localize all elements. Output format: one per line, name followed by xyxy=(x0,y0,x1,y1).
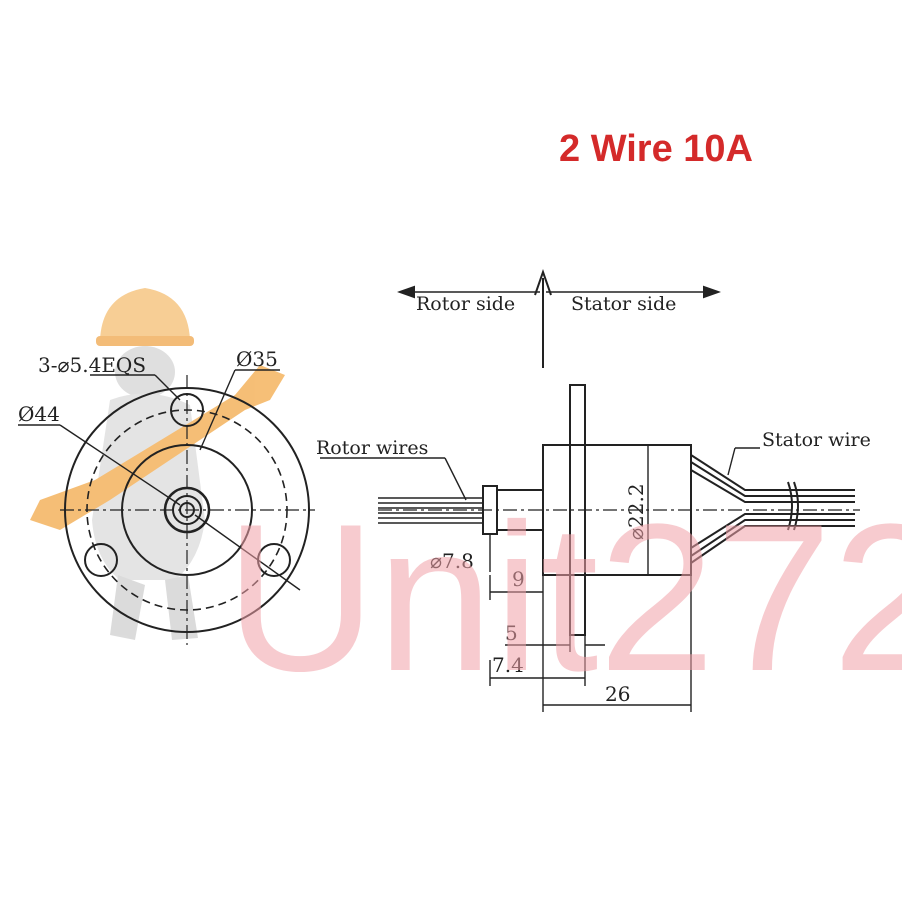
holes-label: 3-⌀5.4EQS xyxy=(38,353,146,377)
hard-hat-icon xyxy=(100,288,190,340)
side-indicator xyxy=(397,268,721,368)
diameter-44-label: Ø44 xyxy=(18,402,60,426)
rotor-side-label: Rotor side xyxy=(416,293,515,315)
watermark: Unit2729 xyxy=(225,480,902,715)
worker-mascot-icon xyxy=(30,288,285,640)
stator-wire-label: Stator wire xyxy=(762,429,871,451)
wrench-icon xyxy=(30,365,285,530)
side-view xyxy=(320,384,860,712)
stator-side-label: Stator side xyxy=(571,293,676,315)
diameter-22-label: ⌀22.2 xyxy=(624,483,648,540)
dim-9-label: 9 xyxy=(512,567,525,591)
diameter-7-8-label: ⌀7.8 xyxy=(430,549,474,573)
front-view xyxy=(18,369,315,645)
rotor-wires-label: Rotor wires xyxy=(316,437,428,459)
diagram-title: 2 Wire 10A xyxy=(559,128,753,170)
dim-26-label: 26 xyxy=(605,682,630,706)
dim-7-4-label: 7.4 xyxy=(492,653,524,677)
dim-5-label: 5 xyxy=(505,621,518,645)
diameter-35-label: Ø35 xyxy=(236,347,278,371)
